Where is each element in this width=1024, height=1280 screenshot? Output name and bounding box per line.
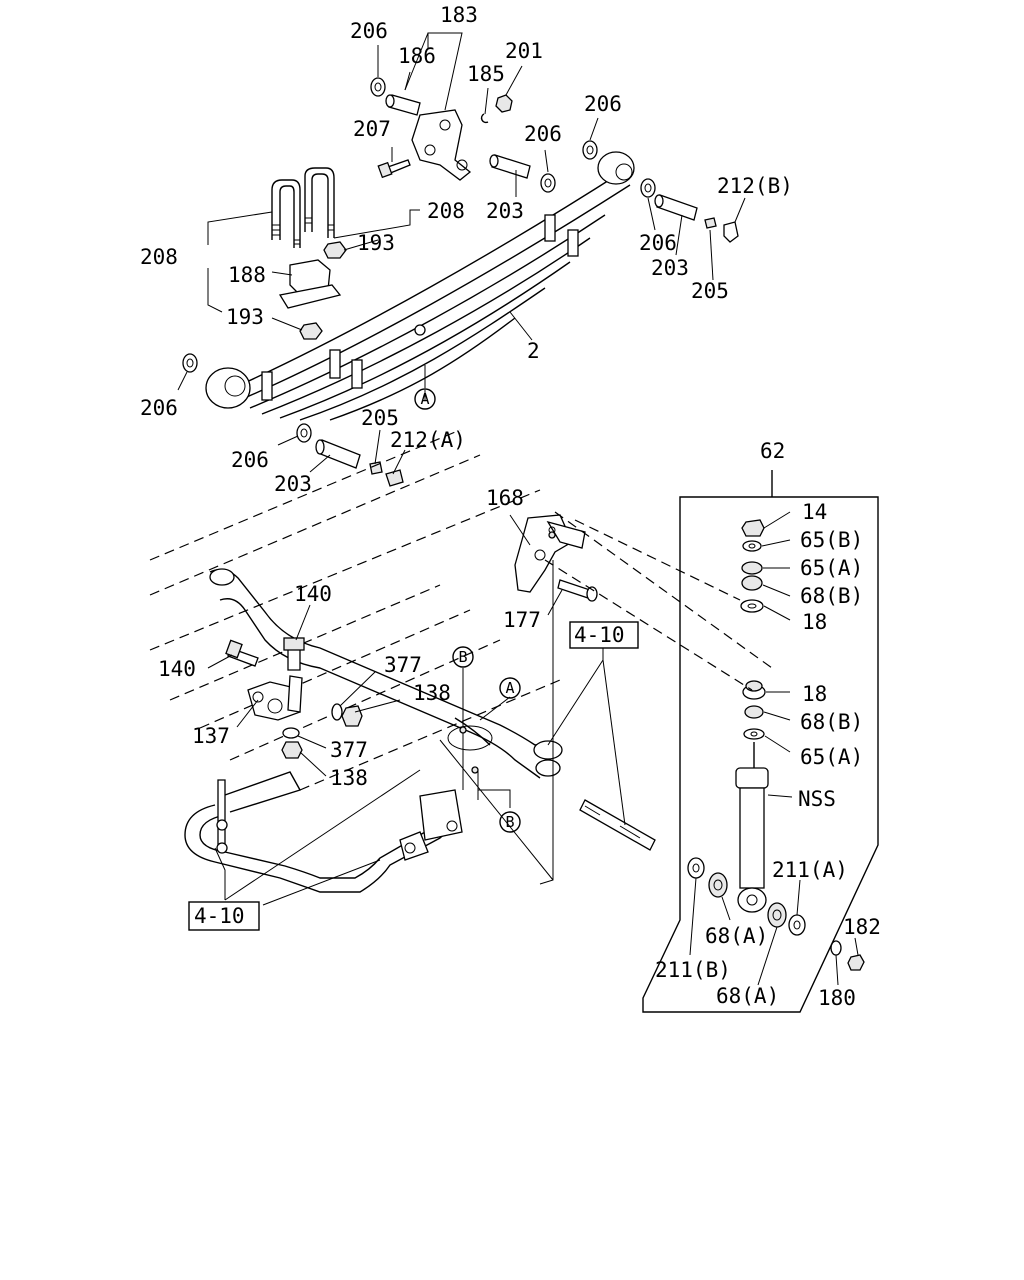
callout-201: 201 bbox=[505, 39, 543, 63]
stabilizer-bar bbox=[184, 771, 456, 893]
callout-203: 203 bbox=[274, 472, 312, 496]
washer bbox=[370, 77, 386, 97]
callout-68b: 68(B) bbox=[800, 584, 863, 608]
callout-211b: 211(B) bbox=[655, 958, 731, 982]
callout-185: 185 bbox=[467, 62, 505, 86]
callout-65b: 65(B) bbox=[800, 528, 863, 552]
circled-markers: A B A B bbox=[414, 388, 521, 833]
reference-boxes: 4-10 4-10 bbox=[188, 621, 639, 931]
callout-206: 206 bbox=[639, 231, 677, 255]
callout-138: 138 bbox=[330, 766, 368, 790]
callout-206: 206 bbox=[140, 396, 178, 420]
callout-193: 193 bbox=[226, 305, 264, 329]
u-bolts bbox=[271, 167, 335, 248]
marker-a: A bbox=[420, 390, 429, 408]
callout-2: 2 bbox=[527, 339, 540, 363]
callout-140: 140 bbox=[294, 582, 332, 606]
callout-211a: 211(A) bbox=[772, 858, 848, 882]
ref-4-10[interactable]: 4-10 bbox=[194, 904, 245, 928]
callout-377: 377 bbox=[384, 653, 422, 677]
callout-205: 205 bbox=[691, 279, 729, 303]
callout-208: 208 bbox=[427, 199, 465, 223]
callout-68a: 68(A) bbox=[705, 924, 768, 948]
callout-nss: NSS bbox=[798, 787, 836, 811]
marker-a: A bbox=[505, 679, 514, 697]
callout-68a: 68(A) bbox=[716, 984, 779, 1008]
callout-203: 203 bbox=[651, 256, 689, 280]
ref-box bbox=[569, 621, 639, 649]
leaf-spring-assembly bbox=[205, 151, 635, 421]
callout-182: 182 bbox=[843, 915, 881, 939]
callout-377: 377 bbox=[330, 738, 368, 762]
callout-18: 18 bbox=[802, 682, 827, 706]
marker-b: B bbox=[458, 648, 467, 666]
callout-205: 205 bbox=[361, 406, 399, 430]
callout-177: 177 bbox=[503, 608, 541, 632]
ref-4-10[interactable]: 4-10 bbox=[574, 623, 625, 647]
callout-186: 186 bbox=[398, 44, 436, 68]
callout-206: 206 bbox=[524, 122, 562, 146]
shock-upper-bracket bbox=[514, 514, 586, 593]
callout-183: 183 bbox=[440, 3, 478, 27]
callout-65a: 65(A) bbox=[800, 745, 863, 769]
shock-absorber bbox=[735, 742, 769, 913]
callout-212b: 212(B) bbox=[717, 174, 793, 198]
callout-203: 203 bbox=[486, 199, 524, 223]
callout-212a: 212(A) bbox=[390, 428, 466, 452]
shock-absorber-kit-box bbox=[642, 470, 879, 1013]
callout-207: 207 bbox=[353, 117, 391, 141]
callout-180: 180 bbox=[818, 986, 856, 1010]
callout-193: 193 bbox=[357, 231, 395, 255]
chassis-frame bbox=[149, 429, 561, 791]
callout-208: 208 bbox=[140, 245, 178, 269]
callout-137: 137 bbox=[192, 724, 230, 748]
spring-shackle bbox=[411, 109, 472, 181]
callout-206: 206 bbox=[350, 19, 388, 43]
callout-labels: 206 183 186 201 185 206 207 206 212(B) 2… bbox=[140, 3, 881, 1010]
callout-68b: 68(B) bbox=[800, 710, 863, 734]
callout-206: 206 bbox=[231, 448, 269, 472]
marker-b: B bbox=[505, 813, 514, 831]
callout-62: 62 bbox=[760, 439, 785, 463]
callout-14: 14 bbox=[802, 500, 827, 524]
callout-138: 138 bbox=[413, 681, 451, 705]
callout-140: 140 bbox=[158, 657, 196, 681]
callout-65a: 65(A) bbox=[800, 556, 863, 580]
stabilizer-bracket bbox=[247, 675, 303, 721]
callout-188: 188 bbox=[228, 263, 266, 287]
callout-18: 18 bbox=[802, 610, 827, 634]
leader-lines bbox=[177, 32, 859, 986]
ref-box bbox=[188, 901, 260, 931]
callout-168: 168 bbox=[486, 486, 524, 510]
callout-206: 206 bbox=[584, 92, 622, 116]
